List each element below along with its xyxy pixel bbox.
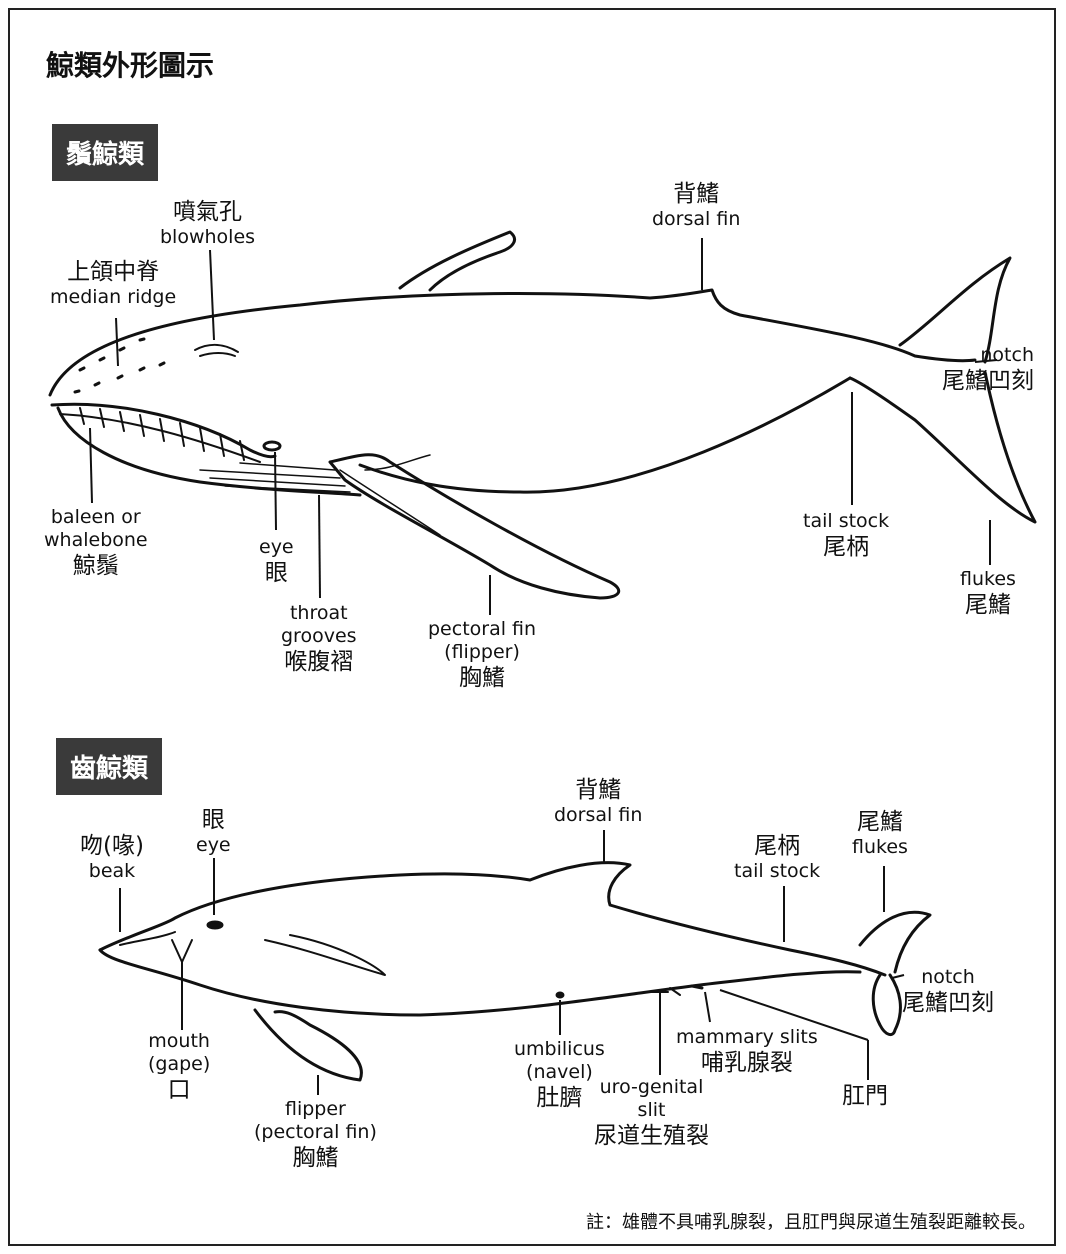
label-notch-baleen: notch 尾鰭凹刻: [942, 344, 1034, 395]
footnote: 註：雄體不具哺乳腺裂，且肛門與尿道生殖裂距離較長。: [586, 1208, 1036, 1234]
label-dorsal-fin-toothed: 背鰭 dorsal fin: [554, 776, 642, 827]
label-tail-stock-toothed: 尾柄 tail stock: [734, 832, 820, 883]
label-flukes-baleen: flukes 尾鰭: [960, 568, 1016, 619]
label-baleen: baleen or whalebone 鯨鬚: [44, 506, 148, 580]
label-notch-toothed: notch 尾鰭凹刻: [902, 966, 994, 1017]
label-mouth: mouth (gape) 口: [148, 1030, 210, 1104]
label-eye-baleen: eye 眼: [259, 536, 294, 587]
label-umbilicus: umbilicus (navel) 肚臍: [514, 1038, 605, 1112]
label-mammary-slits: mammary slits 哺乳腺裂: [676, 1026, 818, 1077]
label-anus: 肛門: [842, 1082, 888, 1110]
section-tag-toothed: 齒鯨類: [56, 738, 162, 795]
label-dorsal-fin-baleen: 背鰭 dorsal fin: [652, 180, 740, 231]
label-beak: 吻(喙) beak: [80, 832, 144, 883]
section-tag-baleen: 鬚鯨類: [52, 124, 158, 181]
label-uro-genital-slit: uro-genital slit 尿道生殖裂: [594, 1076, 709, 1150]
label-flukes-toothed: 尾鰭 flukes: [852, 808, 908, 859]
label-pectoral-fin: pectoral fin (flipper) 胸鰭: [428, 618, 536, 692]
label-eye-toothed: 眼 eye: [196, 806, 231, 857]
label-blowholes: 噴氣孔 blowholes: [160, 198, 255, 249]
label-throat-grooves: throat grooves 喉腹褶: [281, 602, 357, 676]
label-flipper: flipper (pectoral fin) 胸鰭: [254, 1098, 377, 1172]
label-median-ridge: 上頜中脊 median ridge: [50, 258, 176, 309]
label-tail-stock-baleen: tail stock 尾柄: [803, 510, 889, 561]
